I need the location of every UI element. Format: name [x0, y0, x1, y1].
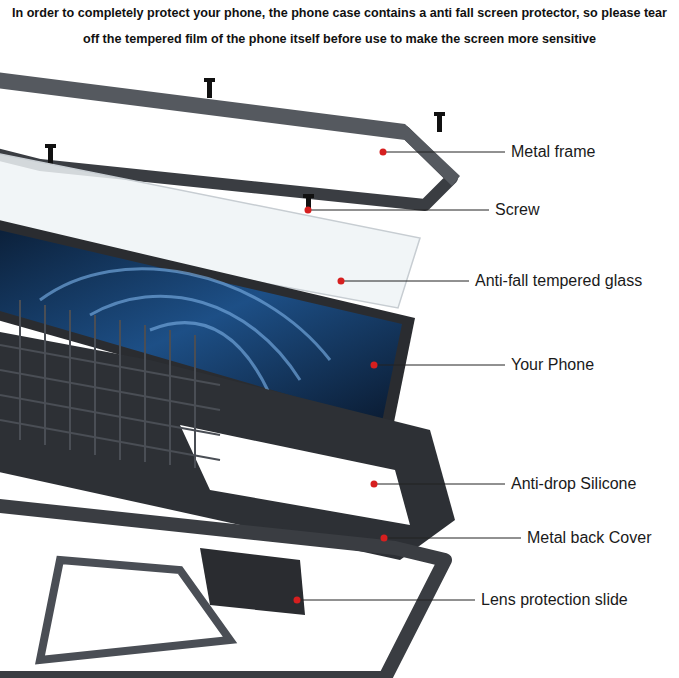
callout-dots [294, 149, 388, 604]
part-label: Anti-fall tempered glass [473, 271, 644, 291]
silicone-grid [0, 300, 220, 468]
back-cover-brace [40, 560, 230, 660]
leader-lines [297, 152, 521, 600]
part-label: Metal back Cover [525, 528, 654, 548]
metal-back-cover [0, 505, 445, 678]
header-note: In order to completely protect your phon… [8, 0, 671, 52]
part-label: Your Phone [509, 355, 596, 375]
part-label: Anti-drop Silicone [509, 474, 638, 494]
part-label: Screw [493, 200, 541, 220]
part-label: Metal frame [509, 142, 597, 162]
lens-protection-slide [200, 548, 305, 615]
silicone-opening [180, 425, 410, 525]
part-label: Lens protection slide [479, 590, 630, 610]
